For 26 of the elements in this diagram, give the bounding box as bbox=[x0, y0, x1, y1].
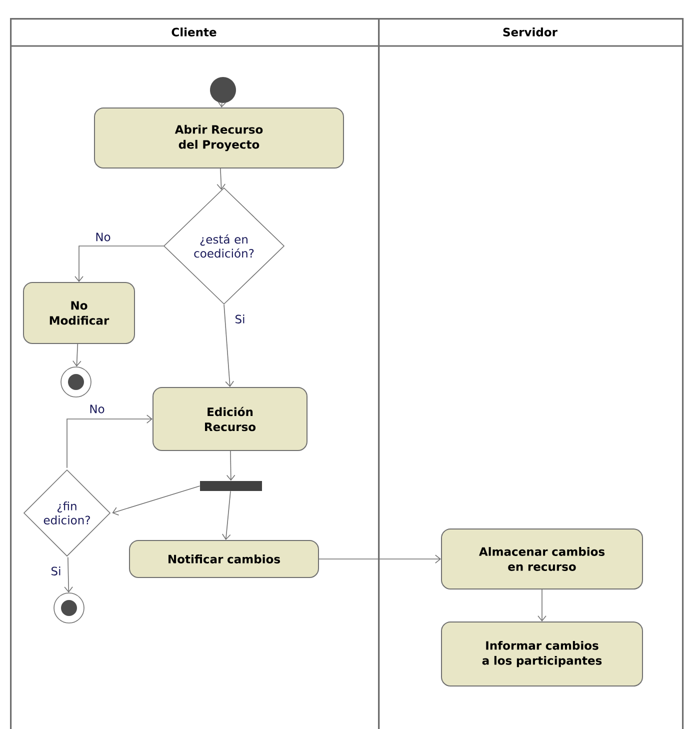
action-box: Edición Recurso bbox=[152, 387, 308, 451]
action-box: Almacenar cambios en recurso bbox=[441, 528, 643, 590]
edge-label: No bbox=[88, 404, 106, 414]
arrow bbox=[66, 414, 152, 468]
arrow bbox=[216, 168, 226, 190]
arrow bbox=[112, 486, 200, 516]
edge-label: Si bbox=[234, 314, 246, 324]
fork-bar bbox=[200, 481, 262, 491]
edge-label: Si bbox=[50, 566, 62, 576]
action-box: Informar cambios a los participantes bbox=[441, 622, 643, 686]
end-node bbox=[60, 366, 92, 398]
edge-label: No bbox=[94, 232, 112, 242]
action-box: Notificar cambios bbox=[129, 540, 319, 578]
arrow bbox=[222, 490, 231, 540]
arrow bbox=[64, 556, 73, 593]
action-box: No Modificar bbox=[23, 282, 135, 344]
end-node bbox=[54, 592, 84, 624]
arrow bbox=[224, 304, 234, 387]
start-dot bbox=[210, 77, 236, 103]
arrow bbox=[226, 450, 236, 481]
arrow bbox=[74, 246, 164, 282]
arrow bbox=[72, 344, 82, 367]
arrow bbox=[218, 101, 226, 108]
arrow bbox=[318, 554, 441, 564]
action-box: Abrir Recurso del Proyecto bbox=[94, 108, 344, 168]
arrow bbox=[538, 589, 546, 622]
